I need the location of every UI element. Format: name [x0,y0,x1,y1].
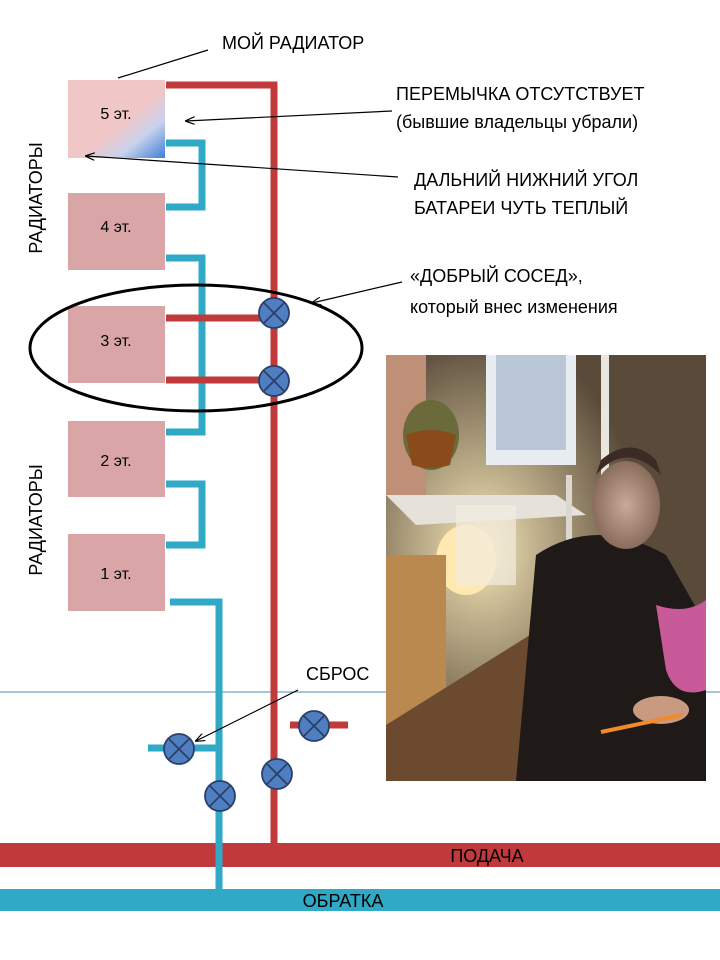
radiator-3-label: 3 эт. [100,333,131,350]
supply-label: ПОДАЧА [450,846,523,866]
return-label: ОБРАТКА [303,891,384,911]
valve-icon [204,780,236,812]
radiator-1: 1 эт. [68,534,165,611]
my-radiator-label: МОЙ РАДИАТОР [222,32,364,53]
valve-icon [258,297,290,329]
valve-icon [258,365,290,397]
neighbor-arrow [312,281,403,303]
corner-arrow [86,156,399,178]
my-radiator-pointer [117,49,209,79]
corner-label-line2: БАТАРЕИ ЧУТЬ ТЕПЛЫЙ [414,197,628,218]
radiator-5-label: 5 эт. [100,106,131,123]
supply-main-pipe [0,843,720,867]
radiator-2: 2 эт. [68,421,165,497]
valve-icon [261,758,293,790]
radiator-2-label: 2 эт. [100,453,131,470]
drain-label: СБРОС [306,664,369,684]
valves [163,297,330,812]
side-label-bottom: РАДИАТОРЫ [26,464,46,575]
jumper-label-line2: (бывшие владельцы убрали) [396,112,638,132]
radiator-4: 4 эт. [68,193,165,270]
return-main-pipe [0,889,720,911]
neighbor-photo [386,355,706,781]
radiator-jumpers [166,139,206,549]
neighbor-label-line1: «ДОБРЫЙ СОСЕД», [410,265,583,286]
radiator-4-label: 4 эт. [100,219,131,236]
jumper-label-line1: ПЕРЕМЫЧКА ОТСУТСТВУЕТ [396,84,644,104]
neighbor-label-line2: который внес изменения [410,297,618,317]
annotation-arrows [86,49,403,741]
photo-illustration [386,355,706,781]
drain-arrow [196,689,299,741]
corner-label-line1: ДАЛЬНИЙ НИЖНИЙ УГОЛ [414,169,638,190]
radiator-stack: 5 эт. 4 эт. 3 эт. 2 эт. 1 эт. [68,80,165,611]
side-label-top: РАДИАТОРЫ [26,142,46,253]
radiator-3: 3 эт. [68,306,165,383]
neighbor-ellipse [28,283,364,413]
radiator-1-label: 1 эт. [100,566,131,583]
valve-icon [298,710,330,742]
jumper-arrow [186,110,393,121]
radiator-5: 5 эт. [68,80,165,158]
valve-icon [163,733,195,765]
